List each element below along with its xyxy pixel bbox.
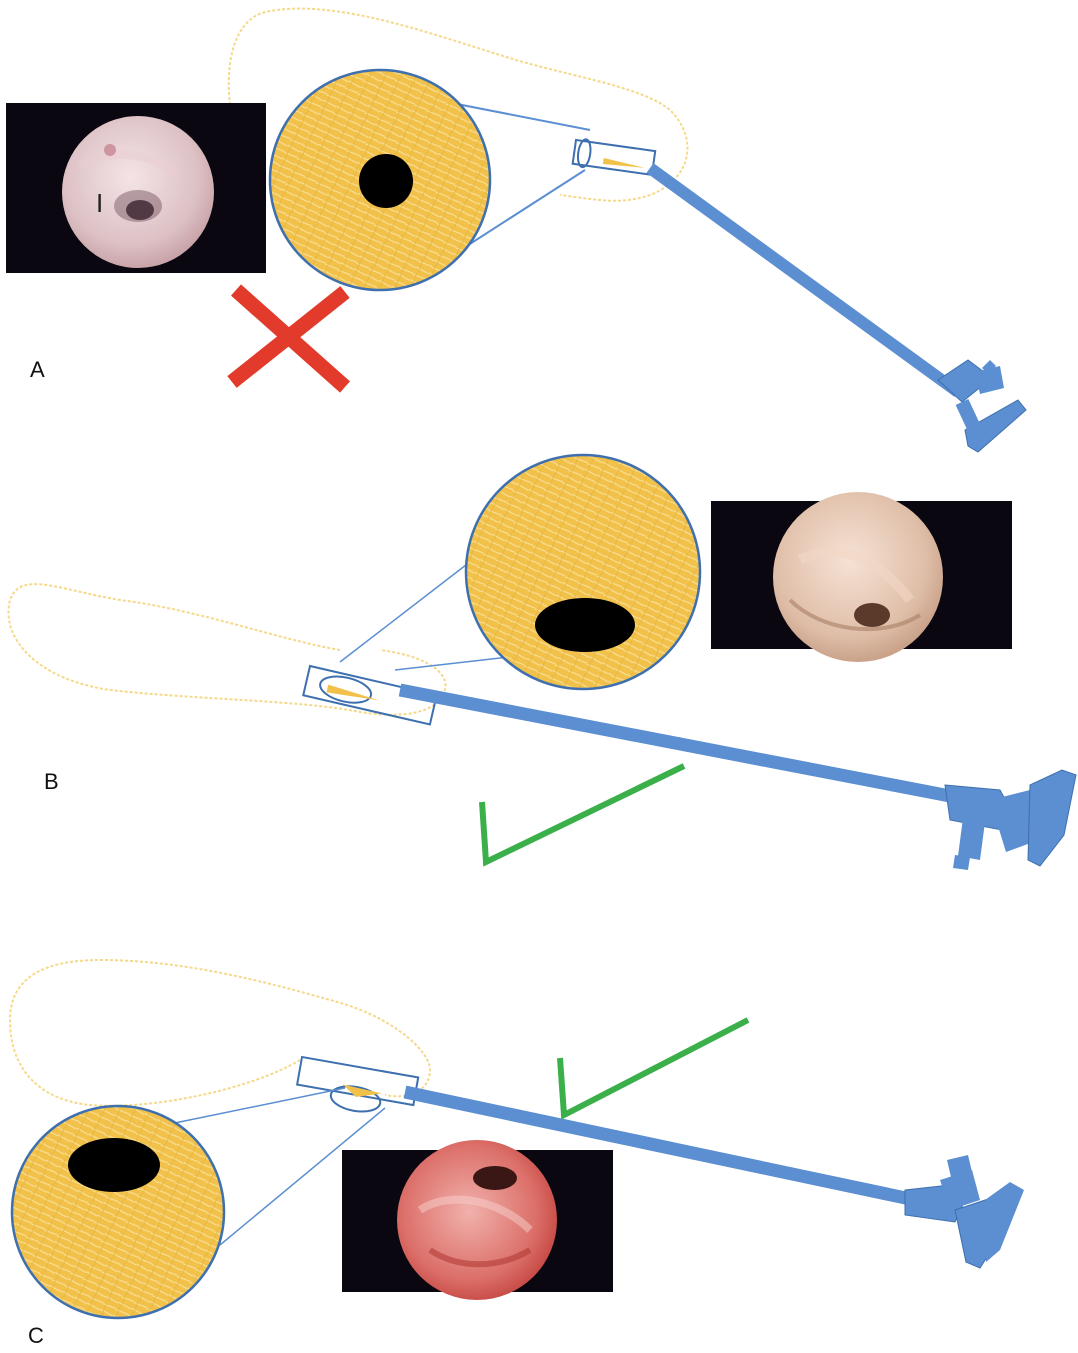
panel-label-a: A xyxy=(30,357,45,382)
uterus-outline xyxy=(10,960,430,1106)
panel-c: C xyxy=(10,960,1024,1348)
lumen xyxy=(535,598,635,652)
panel-label-b: B xyxy=(44,769,59,794)
scope-tip xyxy=(294,1057,418,1121)
panel-label-c: C xyxy=(28,1323,44,1348)
panel-a: I A xyxy=(6,9,1026,452)
magnified-view xyxy=(12,1106,224,1318)
hysteroscope xyxy=(400,690,1076,870)
uterus-outline xyxy=(8,584,445,715)
endoscopy-photo-c xyxy=(342,1140,613,1300)
photo-marker-label: I xyxy=(96,188,103,218)
hysteroscope xyxy=(650,168,1026,452)
lumen xyxy=(68,1138,160,1192)
magnified-view xyxy=(466,455,700,689)
lumen xyxy=(359,154,413,208)
checkmark-icon xyxy=(560,1020,748,1115)
endoscopy-photo-a: I xyxy=(6,103,266,273)
panel-b: B xyxy=(8,455,1076,870)
endoscopy-photo-b xyxy=(711,492,1012,662)
checkmark-icon xyxy=(482,766,684,862)
cross-icon xyxy=(232,290,345,387)
